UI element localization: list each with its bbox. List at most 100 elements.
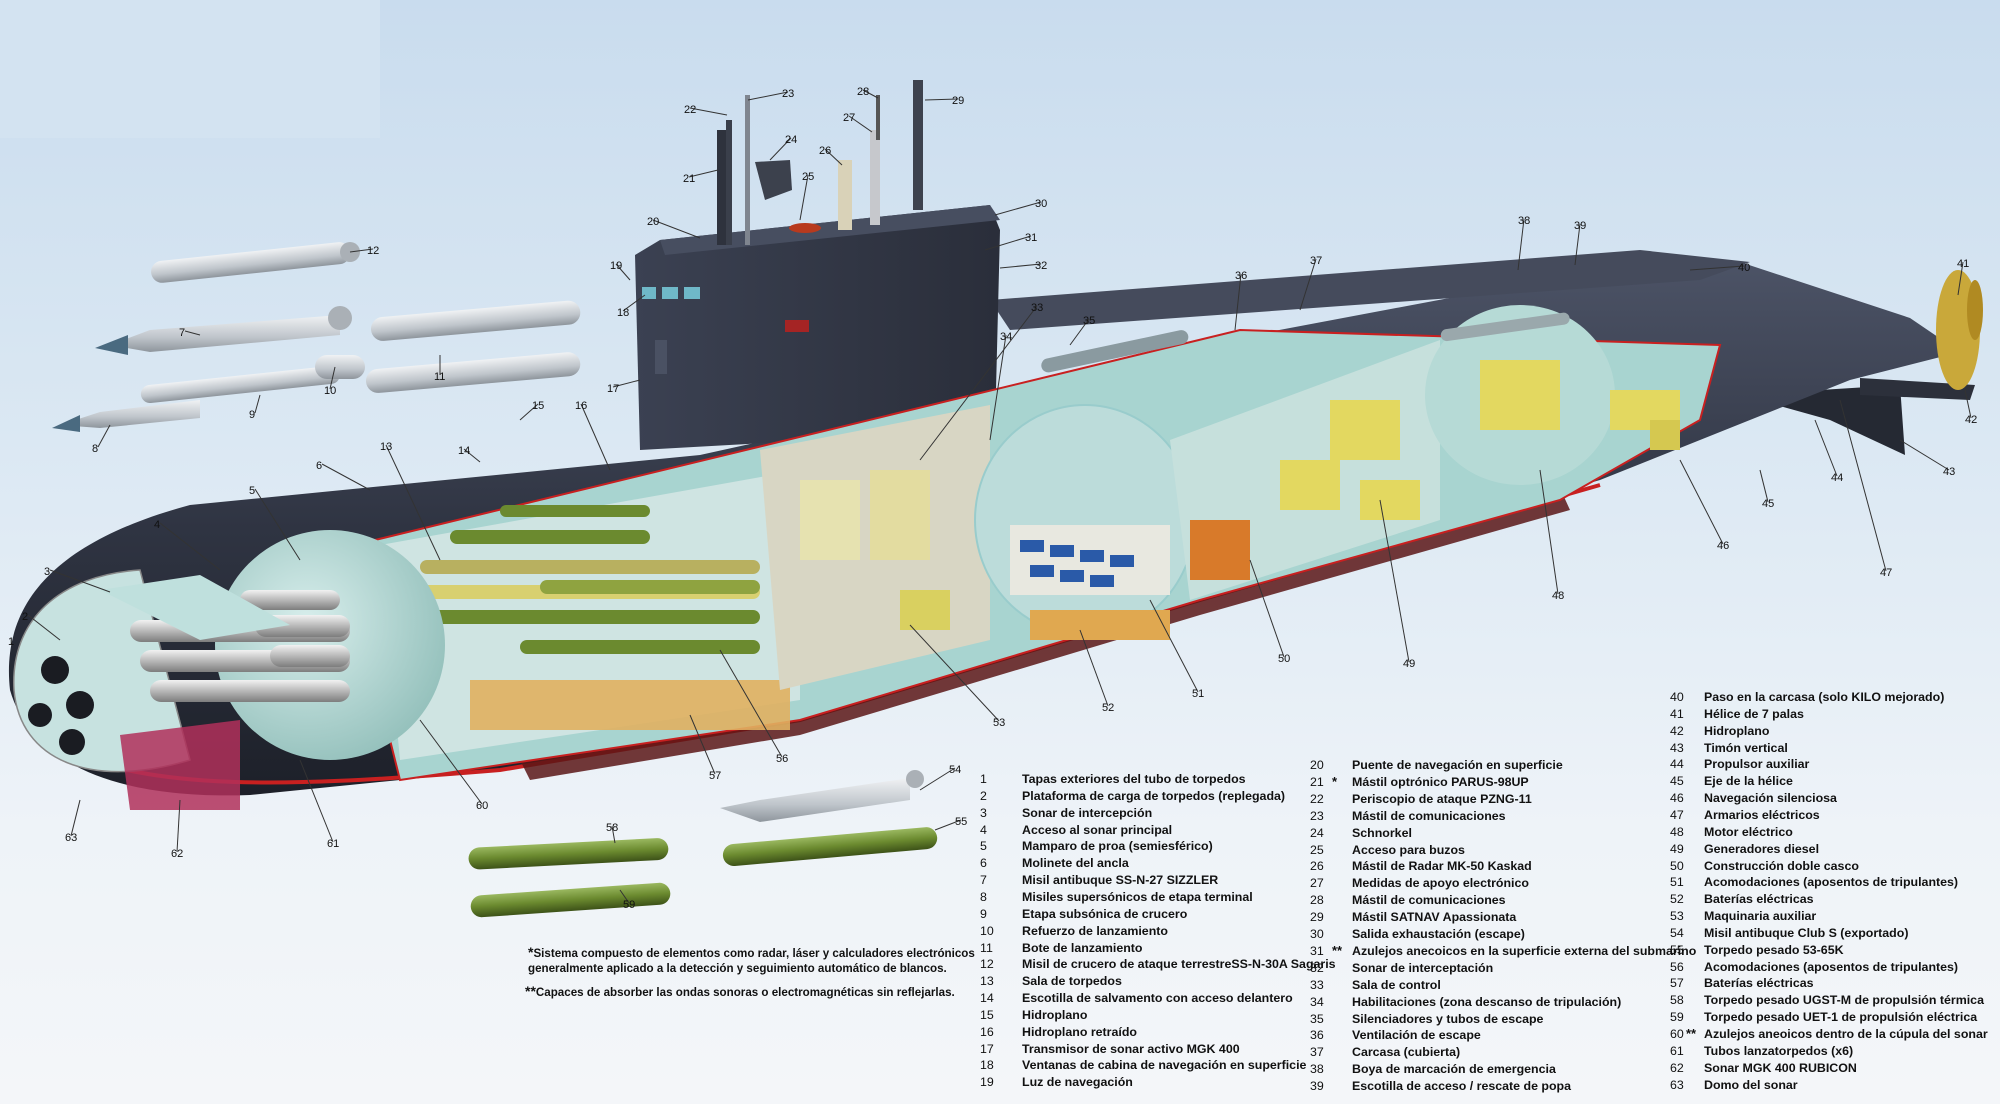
legend-number: 14 [980,991,994,1006]
callout-leader [1814,419,1838,477]
callout-leader [321,463,371,491]
legend-text: Acceso al sonar principal [1022,822,1173,837]
legend-number: 10 [980,923,994,938]
callout-number: 5 [249,485,255,497]
callout-leader [329,366,336,390]
callout-number: 14 [458,445,470,457]
legend-number: 38 [1310,1062,1324,1077]
legend-text: Azulejos anecoicos en la superficie exte… [1352,943,1697,958]
legend-number: 52 [1670,892,1684,907]
legend-text: Silenciadores y tubos de escape [1352,1011,1544,1026]
legend-text: Motor eléctrico [1704,824,1793,839]
legend-text: Torpedo pesado UGST-M de propulsión térm… [1704,993,1984,1008]
legend-text: Acomodaciones (aposentos de tripulantes) [1704,875,1959,890]
callout-leader [159,522,221,571]
legend-text: Sonar MGK 400 RUBICON [1704,1060,1857,1075]
legend-number: 63 [1670,1077,1684,1092]
callout-number: 18 [617,307,629,319]
callout-leader [519,403,539,421]
footnote-line-2: generalmente aplicado a la detección y s… [528,962,947,975]
legend-number: 22 [1310,791,1324,806]
callout-leader [176,799,181,853]
callout-number: 2 [22,611,28,623]
legend-text: Maquinaria auxiliar [1704,909,1817,924]
legend-text: Carcasa (cubierta) [1352,1045,1461,1060]
sail-tower [635,80,1000,450]
callout-number: 45 [1762,498,1774,510]
legend-number: 15 [980,1007,994,1022]
callout-leader [1234,273,1242,331]
legend-text: Molinete del ancla [1022,856,1129,871]
callout-number: 22 [684,104,696,116]
callout-number: 23 [782,88,794,100]
legend-text: Propulsor auxiliar [1704,757,1810,772]
callout-number: 61 [327,838,339,850]
legend-number: 13 [980,974,994,989]
callout-number: 20 [647,216,659,228]
callout-leader [989,334,1007,441]
callout-leader [385,444,441,561]
callout-leader [619,889,630,904]
callout-number: 15 [532,400,544,412]
legend-text: Plataforma de carga de torpedos (replega… [1022,788,1286,803]
callout-number: 37 [1310,255,1322,267]
callout-leader [719,649,783,758]
esm-mast [870,130,880,225]
callout-number: 53 [993,717,1005,729]
legend-text: Baterías eléctricas [1704,892,1814,907]
footnote-text: Capaces de absorber las ondas sonoras o … [535,986,955,999]
callout-number: 44 [1831,472,1843,484]
legend-text: Escotilla de acceso / rescate de popa [1352,1079,1572,1094]
callout-leader [652,219,701,239]
radar-mast [838,160,852,230]
callout-leader [463,448,481,463]
callout-number: 43 [1943,466,1955,478]
legend-number: 8 [980,889,987,904]
callout-number: 16 [575,400,587,412]
callout-leader [919,767,956,791]
torpedoes-group [468,770,938,918]
legend-text: Ventanas de cabina de navegación en supe… [1022,1058,1307,1073]
callout-leader [1079,629,1109,707]
footnote-double-star-mark: ** [525,983,536,999]
footnote-line-1: Sistema compuesto de elementos como rada… [533,947,975,960]
legend-number: 16 [980,1024,994,1039]
callout-leader [994,201,1042,216]
cruise-missile-sagaris [151,242,351,283]
callout-number: 8 [92,443,98,455]
battery-room [470,680,790,730]
callout-number: 21 [683,173,695,185]
callout-number: 31 [1025,232,1037,244]
legend-number: 4 [980,822,987,837]
callout-number: 28 [857,86,869,98]
legend-text: Acceso para buzos [1352,842,1465,857]
legend-mark: ** [1332,942,1343,958]
legend-text: Baterías eléctricas [1704,976,1814,991]
callout-number: 1 [8,636,14,648]
legend-text: Transmisor de sonar activo MGK 400 [1022,1041,1240,1056]
callout-number: 13 [380,441,392,453]
callout-leader [622,294,646,312]
legend-number: 35 [1310,1011,1324,1026]
callout-leader [97,424,111,448]
legend-number: 9 [980,906,987,921]
callout-leader [688,169,719,178]
missiles-group [52,242,581,432]
callout-number: 54 [949,764,961,776]
legend-number: 62 [1670,1060,1684,1075]
callout-number: 55 [955,816,967,828]
callout-number: 27 [843,112,855,124]
legend-text: Tapas exteriores del tubo de torpedos [1022,772,1246,786]
legend-number: 32 [1310,960,1324,975]
legend-number: 29 [1310,910,1324,925]
legend-text: Azulejos aneoicos dentro de la cúpula de… [1704,1027,1988,1041]
legend-number: 31 [1310,943,1324,958]
legend-number: 48 [1670,824,1684,839]
callout-number: 17 [607,383,619,395]
callout-leader [1517,218,1525,271]
legend-text: Hidroplano retraído [1022,1024,1137,1039]
callout-number: 7 [179,327,185,339]
legend-number: 43 [1670,740,1684,755]
legend-number: 34 [1310,994,1324,1009]
